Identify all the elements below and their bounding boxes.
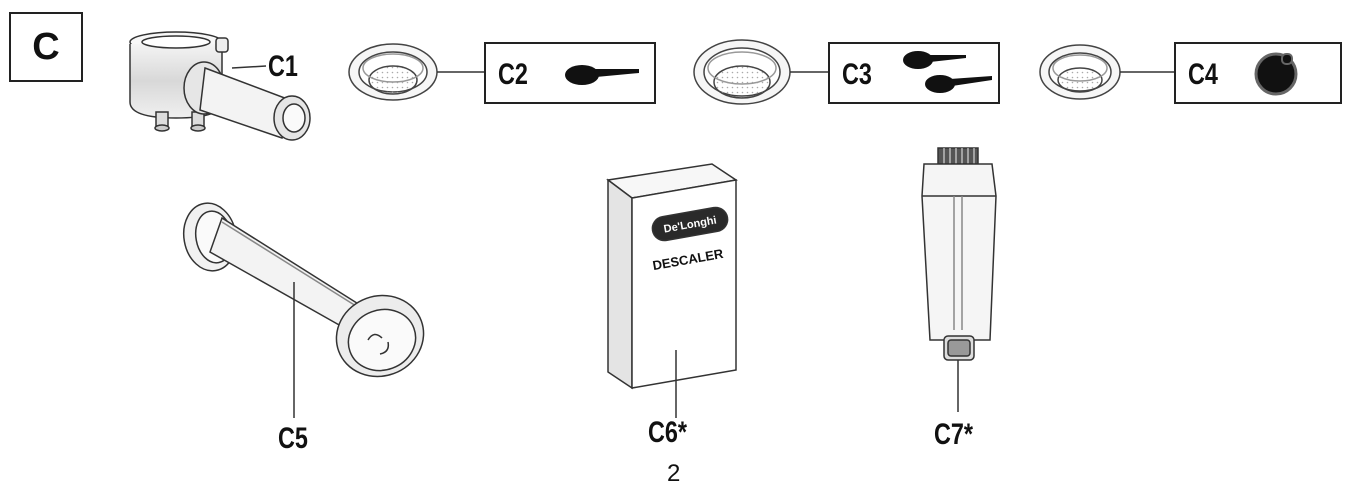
label-box-c2: C2 — [484, 42, 656, 104]
pod-filter-icon — [1039, 44, 1121, 100]
callout-c5: C5 — [278, 422, 308, 455]
c1-leader-line — [231, 65, 267, 69]
label-box-c3: C3 — [828, 42, 1000, 104]
portafilter-icon — [129, 31, 311, 141]
single-shot-filter-icon — [348, 43, 438, 101]
descaler-box-icon — [606, 163, 738, 390]
page-number: 2 — [667, 460, 681, 487]
callout-c4: C4 — [1188, 58, 1218, 91]
section-letter: C — [32, 25, 60, 68]
callout-c2: C2 — [498, 58, 528, 91]
one-scoop-icon — [565, 65, 639, 85]
callout-c1: C1 — [268, 50, 298, 83]
label-box-c4: C4 — [1174, 42, 1342, 104]
double-shot-filter-icon — [693, 39, 791, 105]
tamper-icon — [182, 202, 425, 378]
water-filter-icon — [921, 147, 997, 361]
section-letter-box: C — [9, 12, 83, 82]
two-scoops-icon — [903, 51, 992, 93]
callout-c6: C6* — [648, 416, 688, 449]
callout-c3: C3 — [842, 58, 872, 91]
coffee-pod-icon — [1254, 52, 1298, 96]
callout-c7: C7* — [934, 418, 974, 451]
